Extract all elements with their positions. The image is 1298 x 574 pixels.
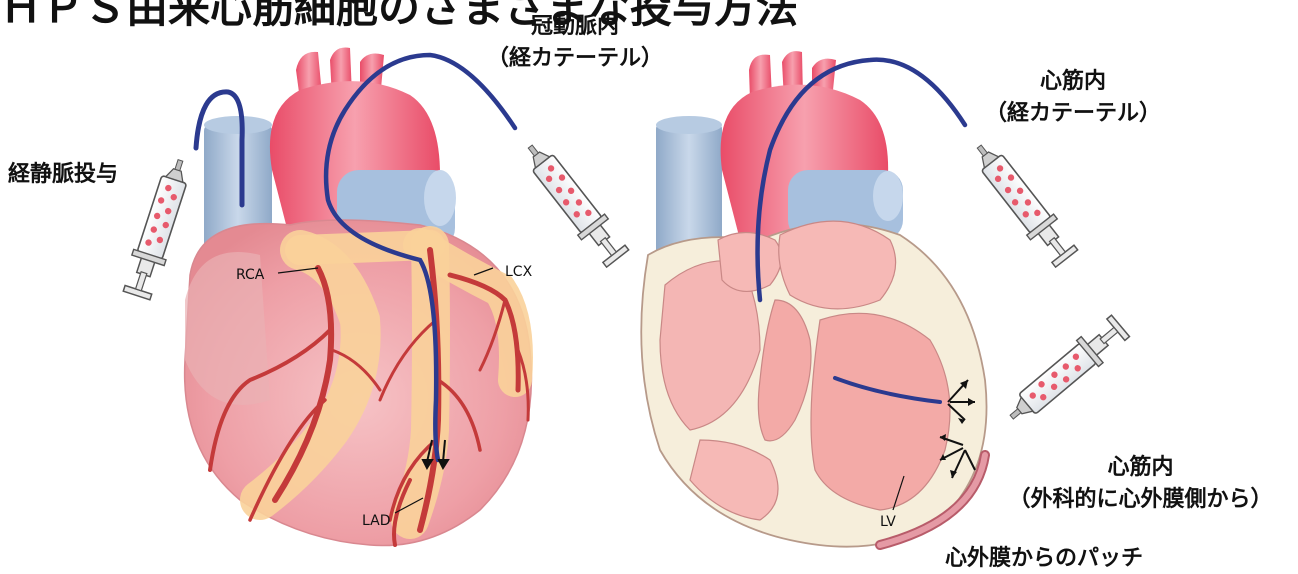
label-patch: 心外膜からのパッチ <box>945 540 1143 572</box>
label-myo-surg-line1: 心筋内 <box>988 452 1293 484</box>
label-myo-cath-line1: 心筋内 <box>968 66 1178 98</box>
left-ventricle <box>811 313 950 510</box>
iv-syringe <box>120 155 196 301</box>
label-coronary-line2: （経カテーテル） <box>470 40 680 72</box>
label-lv: LV <box>880 514 896 530</box>
label-coronary-line1: 冠動脈内 <box>470 8 680 40</box>
label-myo-cath-line2: （経カテーテル） <box>968 98 1178 130</box>
label-rca: RCA <box>236 267 265 283</box>
left-heart <box>185 48 532 546</box>
label-lcx: LCX <box>505 264 533 280</box>
myo-surg-syringe <box>1001 313 1132 430</box>
label-myo-surg: 心筋内 （外科的に心外膜側から） <box>988 452 1293 516</box>
coronary-syringe <box>517 136 631 269</box>
right-heart <box>641 51 986 547</box>
label-myo-cath: 心筋内 （経カテーテル） <box>968 66 1178 130</box>
label-myo-surg-line2: （外科的に心外膜側から） <box>988 484 1293 516</box>
label-iv: 経静脈投与 <box>8 156 118 188</box>
myo-cath-syringe <box>966 136 1080 269</box>
label-lad: LAD <box>362 513 390 529</box>
label-coronary: 冠動脈内 （経カテーテル） <box>470 8 680 72</box>
